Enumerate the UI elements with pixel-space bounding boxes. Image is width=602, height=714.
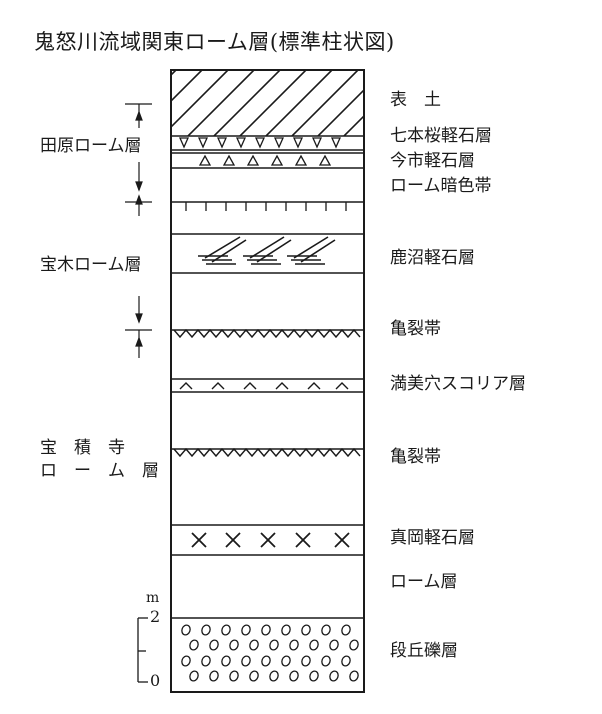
gravel-pebble <box>329 639 339 651</box>
gravel-pebble <box>201 655 211 667</box>
gravel-pebble <box>261 655 271 667</box>
gravel-pebble <box>269 670 279 682</box>
gravel-pebble <box>249 639 259 651</box>
unit-boundary-arrows <box>125 103 152 358</box>
gravel-pebble <box>221 624 231 636</box>
scoria-carets <box>179 382 349 390</box>
gravel-pebble <box>241 624 251 636</box>
unit-label-hoshakuji-line1: 宝 積 寺 <box>40 438 125 458</box>
layer-label-terrace-gravel: 段丘礫層 <box>390 641 458 661</box>
layer-label-mimiana-scoria: 満美穴スコリア層 <box>390 374 526 394</box>
gravel-pebble <box>209 670 219 682</box>
layer-label-crack-zone-1: 亀裂帯 <box>390 319 441 339</box>
unit-label-takaragi: 宝木ローム層 <box>40 255 142 275</box>
gravel-pebble <box>321 655 331 667</box>
pumice-triangles-shichihonzakura <box>178 137 342 149</box>
gravel-pebble <box>261 624 271 636</box>
layer-label-loam: ローム層 <box>390 572 458 592</box>
terrace-gravel-pebbles <box>181 624 359 682</box>
gravel-pebble <box>289 670 299 682</box>
layer-label-moka: 真岡軽石層 <box>390 528 475 548</box>
layer-boundaries <box>171 135 364 619</box>
layer-label-kanuma: 鹿沼軽石層 <box>390 248 475 268</box>
layer-label-crack-zone-2: 亀裂帯 <box>390 447 441 467</box>
crack-zone-zigzag <box>173 328 361 458</box>
column-outline <box>170 69 365 693</box>
gravel-pebble <box>281 624 291 636</box>
gravel-pebble <box>281 655 291 667</box>
gravel-pebble <box>229 639 239 651</box>
unit-label-hoshakuji-line2: ロ ー ム 層 <box>40 461 159 481</box>
gravel-pebble <box>301 655 311 667</box>
gravel-pebble <box>341 655 351 667</box>
gravel-pebble <box>321 624 331 636</box>
layer-label-shichihonzakura: 七本桜軽石層 <box>390 126 492 146</box>
topsoil-hatch <box>171 70 364 136</box>
diagram-title: 鬼怒川流域関東ローム層(標準柱状図) <box>34 30 395 54</box>
gravel-pebble <box>349 670 359 682</box>
layer-label-dark-band: ローム暗色帯 <box>390 176 492 196</box>
gravel-pebble <box>241 655 251 667</box>
dark-band-ticks <box>185 202 347 211</box>
gravel-pebble <box>341 624 351 636</box>
gravel-pebble <box>181 624 191 636</box>
gravel-pebble <box>269 639 279 651</box>
layer-label-imaichi: 今市軽石層 <box>390 151 475 171</box>
unit-label-tahara: 田原ローム層 <box>40 136 142 156</box>
gravel-pebble <box>189 639 199 651</box>
gravel-pebble <box>309 639 319 651</box>
scale-bar <box>137 617 148 683</box>
gravel-pebble <box>201 624 211 636</box>
kanuma-pumice-pattern <box>198 236 336 265</box>
gravel-pebble <box>189 670 199 682</box>
gravel-pebble <box>301 624 311 636</box>
gravel-pebble <box>181 655 191 667</box>
gravel-pebble <box>221 655 231 667</box>
pumice-triangles-imaichi <box>198 154 332 166</box>
scale-tick-0: 0 <box>150 671 161 690</box>
gravel-pebble <box>329 670 339 682</box>
scale-unit-label: m <box>146 590 160 606</box>
layer-label-topsoil: 表 土 <box>390 90 441 110</box>
gravel-pebble <box>289 639 299 651</box>
scale-tick-2: 2 <box>150 607 161 626</box>
gravel-pebble <box>349 639 359 651</box>
gravel-pebble <box>209 639 219 651</box>
moka-crosses <box>191 532 350 548</box>
gravel-pebble <box>229 670 239 682</box>
gravel-pebble <box>309 670 319 682</box>
gravel-pebble <box>249 670 259 682</box>
